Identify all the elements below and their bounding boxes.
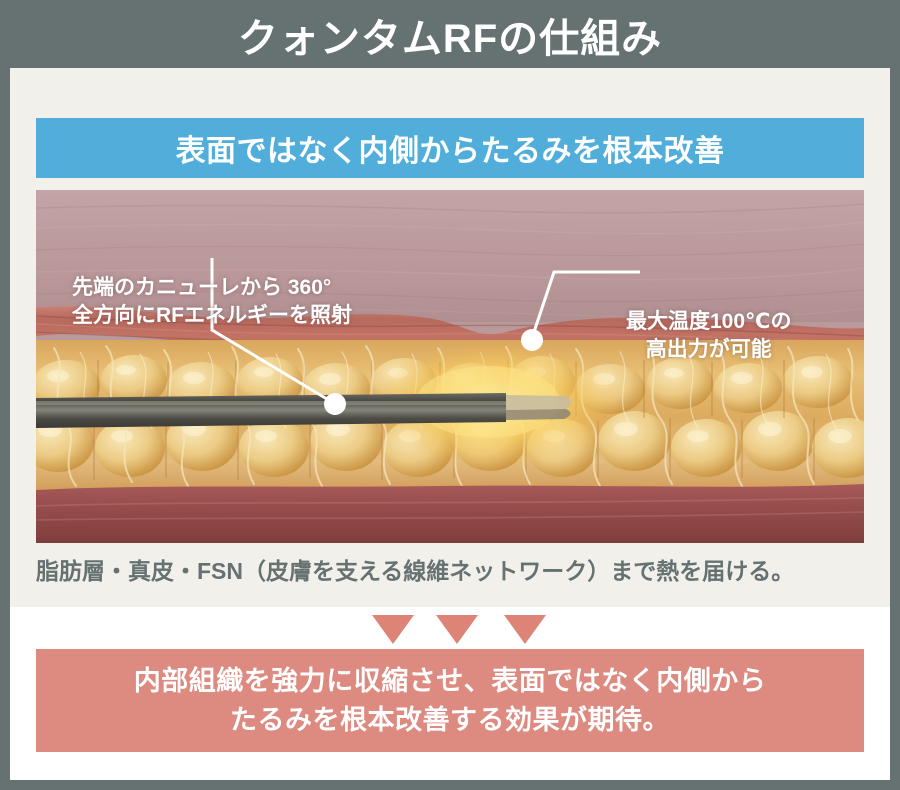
flow-arrows — [10, 613, 890, 647]
right-annotation-line2: 高出力が可能 — [645, 338, 772, 362]
down-arrow-icon — [504, 615, 546, 644]
left-annotation-line2: 全方向にRFエネルギーを照射 — [72, 304, 352, 328]
title-bar: クォンタムRFの仕組み — [10, 0, 890, 78]
skin-striations — [36, 203, 864, 318]
conclusion-box: 内部組織を強力に収縮させ、表面ではなく内側から たるみを根本改善する効果が期待。 — [36, 649, 864, 752]
illustration-caption: 脂肪層・真皮・FSN（皮膚を支える線維ネットワーク）まで熱を届ける。 — [36, 558, 795, 584]
conclusion-line2: たるみを根本改善する効果が期待。 — [230, 704, 670, 735]
right-annotation: 最大温度100℃の 高出力が可能 — [626, 308, 791, 364]
dermis-band — [36, 306, 864, 361]
muscle-fascia-band — [36, 484, 864, 543]
skin-surface-layer — [36, 190, 864, 322]
right-annotation-line1: 最大温度100℃の — [626, 310, 792, 333]
leader-dot-cannula — [324, 393, 346, 415]
cross-section-svg — [36, 190, 864, 543]
highlight-banner-label: 表面ではなく内側からたるみを根本改善 — [175, 135, 725, 168]
skin-cross-section-diagram — [36, 190, 864, 543]
conclusion-line1: 内部組織を強力に収縮させ、表面ではなく内側から — [133, 666, 767, 697]
content-panel: 表面ではなく内側からたるみを根本改善 — [10, 68, 890, 607]
leader-line-right — [531, 270, 640, 336]
page-title: クォンタムRFの仕組み — [237, 17, 663, 61]
leader-dot-dermis — [521, 329, 543, 351]
left-annotation: 先端のカニューレから 360° 全方向にRFエネルギーを照射 — [72, 274, 352, 330]
highlight-banner: 表面ではなく内側からたるみを根本改善 — [36, 118, 864, 178]
down-arrow-icon — [436, 615, 478, 644]
rf-cannula-probe — [36, 393, 571, 428]
left-annotation-line1: 先端のカニューレから 360° — [72, 276, 332, 299]
fascia-striations — [36, 497, 864, 521]
leader-line-left — [210, 258, 333, 404]
down-arrow-icon — [372, 615, 414, 644]
